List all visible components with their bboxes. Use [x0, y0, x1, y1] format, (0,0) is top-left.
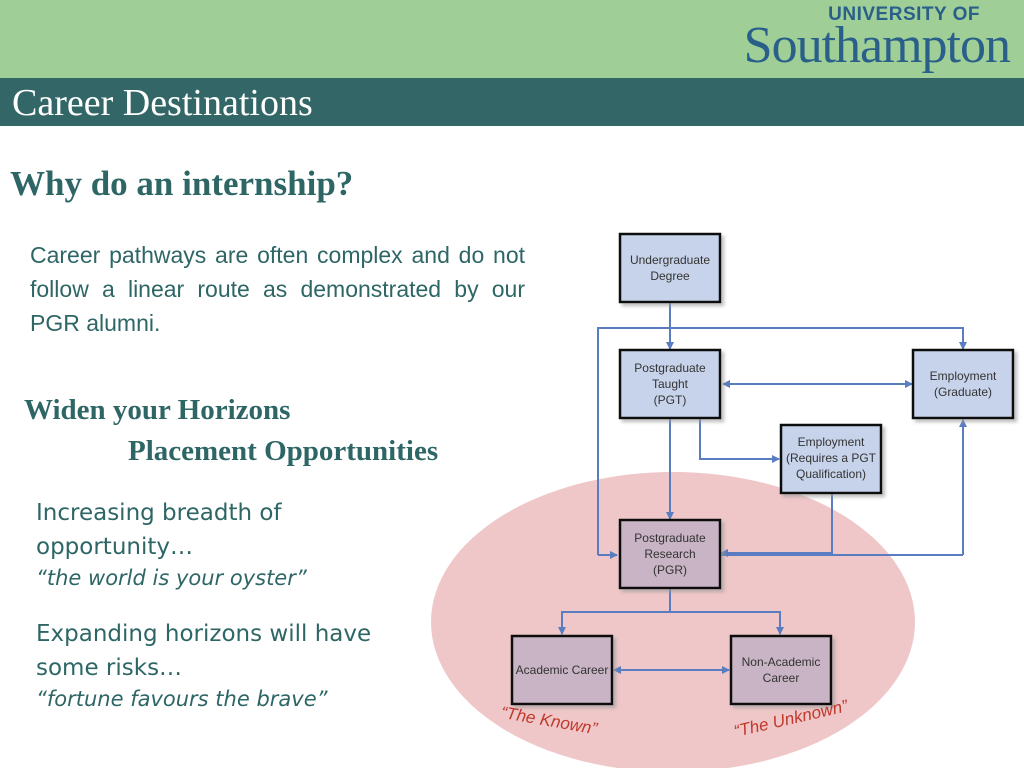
node-employment-pgt: Employment (Requires a PGT Qualification…	[779, 423, 883, 495]
bullet-text: Expanding horizons will have some risks…	[36, 621, 372, 681]
bullet-text: Increasing breadth of opportunity…	[36, 500, 282, 560]
logo-main-text: Southampton	[743, 17, 1011, 74]
node-label: Undergraduate	[630, 253, 710, 267]
node-label: Career	[763, 671, 800, 685]
edge-loop-top	[597, 327, 967, 555]
node-label: Taught	[652, 377, 689, 391]
bullet-quote: “fortune favours the brave”	[36, 687, 328, 711]
logo-top-text: UNIVERSITY OF	[828, 4, 980, 25]
node-label: Degree	[650, 269, 690, 283]
node-undergraduate: Undergraduate Degree	[618, 232, 722, 304]
node-label: Research	[644, 547, 695, 561]
node-pgr: Postgraduate Research (PGR)	[618, 518, 722, 590]
node-label: Qualification)	[796, 467, 866, 481]
subheading-placement: Placement Opportunities	[128, 435, 439, 467]
node-label: (PGT)	[654, 393, 687, 407]
node-employment-graduate: Employment (Graduate)	[911, 348, 1015, 420]
header-band	[0, 0, 1024, 78]
node-label: Employment	[930, 369, 997, 383]
node-label: Non-Academic	[742, 655, 821, 669]
title-bar: Career Destinations	[0, 78, 1024, 126]
node-label: Employment	[798, 435, 865, 449]
bullet-quote: “the world is your oyster”	[36, 566, 307, 590]
university-logo: UNIVERSITY OF Southampton	[714, 2, 1014, 76]
known-unknown-oval	[431, 472, 915, 768]
node-label: Postgraduate	[634, 361, 706, 375]
edge-pgt-emppgt	[699, 418, 780, 463]
slide-title: Career Destinations	[12, 82, 313, 124]
node-label: Academic Career	[516, 663, 609, 677]
intro-paragraph: Career pathways are often complex and do…	[30, 242, 525, 336]
node-label: (Graduate)	[934, 385, 992, 399]
main-heading: Why do an internship?	[10, 164, 354, 203]
edge-pgr-academic	[558, 588, 671, 635]
connector-lines	[558, 302, 967, 674]
edge-emppgt-pgr	[720, 493, 833, 557]
node-label: (Requires a PGT	[786, 451, 877, 465]
node-pgt: Postgraduate Taught (PGT)	[618, 348, 722, 420]
bullet-risks: Expanding horizons will have some risks……	[36, 617, 396, 713]
subheading-horizons: Widen your Horizons	[24, 394, 291, 426]
node-nonacademic-career: Non-Academic Career	[729, 634, 833, 706]
node-label: Postgraduate	[634, 531, 706, 545]
node-label: (PGR)	[653, 563, 687, 577]
bullet-breadth: Increasing breadth of opportunity… “the …	[36, 496, 396, 592]
edge-pgr-nonacademic	[670, 611, 784, 635]
node-academic-career: Academic Career	[510, 634, 614, 706]
